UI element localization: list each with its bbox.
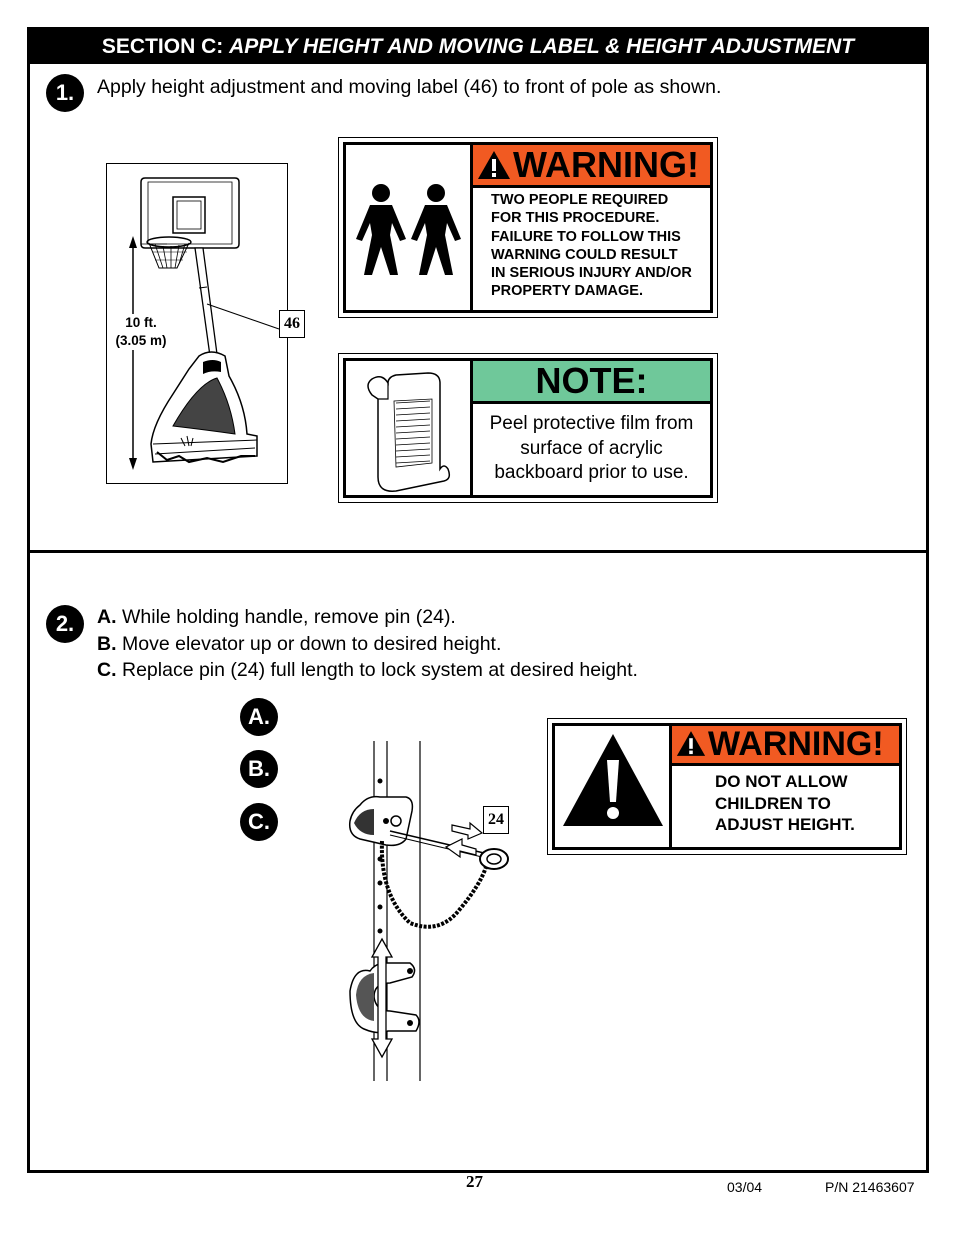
- section-header: SECTION C: APPLY HEIGHT AND MOVING LABEL…: [30, 30, 926, 64]
- page-number: 27: [466, 1172, 483, 1191]
- step-1-text: Apply height adjustment and moving label…: [97, 76, 722, 98]
- warning-header-2: WARNING!: [672, 726, 899, 766]
- warning-line: IN SERIOUS INJURY AND/OR: [491, 265, 692, 282]
- note-line: backboard prior to use.: [494, 462, 689, 483]
- instruction-letter: B.: [97, 633, 117, 655]
- note-line: surface of acrylic: [520, 437, 663, 459]
- height-label-m: (3.05 m): [115, 333, 167, 348]
- warning-text-1: TWO PEOPLE REQUIRED FOR THIS PROCEDURE. …: [491, 191, 692, 301]
- height-label-ft: 10 ft.: [125, 315, 157, 330]
- instruction-c: C.Replace pin (24) full length to lock s…: [97, 659, 638, 682]
- section-label: SECTION C:: [101, 35, 224, 58]
- basketball-system-illustration: [113, 177, 280, 470]
- warning-children-box: WARNING! DO NOT ALLOW CHILDREN TO ADJUST…: [547, 718, 907, 855]
- instruction-text: While holding handle, remove pin (24).: [122, 606, 456, 628]
- footer-date: 03/04: [727, 1179, 763, 1195]
- instruction-a: A.While holding handle, remove pin (24).: [97, 606, 456, 629]
- note-title: NOTE:: [473, 361, 710, 404]
- part-24-label: 24: [483, 806, 509, 834]
- note-line: Peel protective film from: [489, 413, 694, 434]
- warning-title-2: WARNING!: [708, 725, 884, 763]
- warning-line: FAILURE TO FOLLOW THIS: [491, 228, 681, 245]
- warning-line: DO NOT ALLOW: [715, 772, 848, 791]
- instruction-b: B.Move elevator up or down to desired he…: [97, 633, 501, 656]
- part-46-label: 46: [279, 310, 305, 338]
- note-text: Peel protective film from surface of acr…: [473, 412, 710, 486]
- step-2-number: 2.: [46, 605, 84, 643]
- warning-title-1: WARNING!: [513, 144, 699, 185]
- instruction-text: Move elevator up or down to desired heig…: [122, 633, 502, 655]
- warning-line: PROPERTY DAMAGE.: [491, 283, 644, 300]
- instruction-letter: C.: [97, 659, 117, 681]
- warning-two-people-box: WARNING! TWO PEOPLE REQUIRED FOR THIS PR…: [338, 137, 718, 318]
- badge-b: B.: [240, 750, 278, 788]
- warning-line: CHILDREN TO: [715, 793, 831, 813]
- page-frame: SECTION C: APPLY HEIGHT AND MOVING LABEL…: [27, 27, 929, 1173]
- badge-a: A.: [240, 698, 278, 736]
- section-divider: [30, 550, 926, 553]
- warning-line: FOR THIS PROCEDURE.: [491, 210, 660, 227]
- warning-header-1: WARNING!: [473, 145, 710, 188]
- backboard-film-icon: [367, 372, 451, 492]
- warning-triangle-icon: [676, 731, 706, 756]
- exclamation-warning-icon: [563, 734, 663, 826]
- basketball-system-figure: 10 ft. (3.05 m) 46: [106, 163, 305, 484]
- elevator-pole-illustration: [348, 741, 509, 1081]
- warning-line: ADJUST HEIGHT.: [715, 815, 855, 834]
- instruction-letter: A.: [97, 606, 117, 628]
- instruction-text: Replace pin (24) full length to lock sys…: [122, 659, 638, 681]
- warning-line: TWO PEOPLE REQUIRED: [491, 192, 669, 208]
- two-people-icon: [356, 184, 461, 275]
- section-title: APPLY HEIGHT AND MOVING LABEL & HEIGHT A…: [229, 35, 855, 58]
- badge-c: C.: [240, 803, 278, 841]
- warning-text-2: DO NOT ALLOW CHILDREN TO ADJUST HEIGHT.: [715, 771, 855, 836]
- footer-part-number: P/N 21463607: [825, 1179, 915, 1195]
- warning-triangle-icon: [478, 151, 510, 179]
- note-protective-film-box: NOTE: Peel protective film from surface …: [338, 353, 718, 503]
- step-1-number: 1.: [46, 74, 84, 112]
- warning-line: WARNING COULD RESULT: [491, 246, 678, 263]
